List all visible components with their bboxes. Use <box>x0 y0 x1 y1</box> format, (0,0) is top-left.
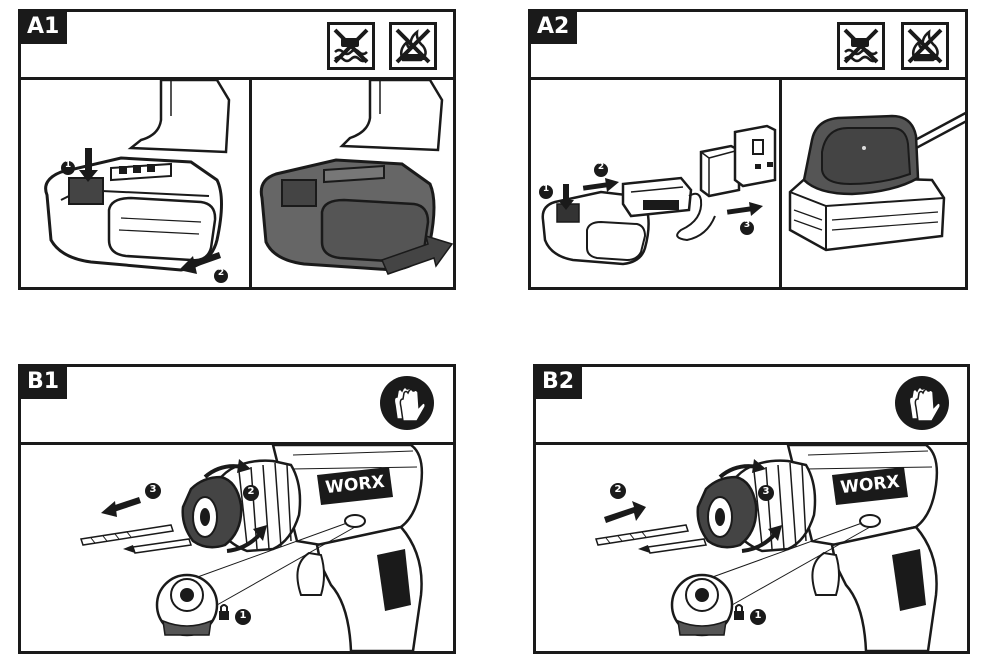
step-2-marker: 2 <box>597 162 605 172</box>
battery-insert-illustration <box>44 80 231 283</box>
panel-a2-tag: A2 <box>531 12 578 44</box>
lock-icon <box>734 603 744 620</box>
panel-b2: B2 <box>533 364 970 654</box>
bit-insertion-illustration <box>595 445 939 651</box>
step-2-marker: 2 <box>247 486 255 497</box>
no-fire-icon <box>389 22 437 70</box>
step-2-marker: 2 <box>217 268 225 278</box>
panel-a1: A1 <box>18 9 456 290</box>
panel-b1-header: B1 <box>21 367 453 445</box>
panel-a2-header: A2 <box>531 12 965 80</box>
charger-connect-illustration <box>539 124 777 266</box>
panel-a1-tag: A1 <box>21 12 68 44</box>
step-3-marker: 3 <box>149 484 157 495</box>
step-3-marker: 3 <box>743 220 751 230</box>
panel-a2-body: 1 2 3 <box>531 80 965 287</box>
step-1-marker: 1 <box>64 160 72 170</box>
gloves-icon <box>894 375 950 431</box>
gloves-icon <box>379 375 435 431</box>
panel-b1-tag: B1 <box>21 367 68 399</box>
panel-b1-body: WORX 2 3 1 <box>21 445 453 651</box>
panel-a2: A2 <box>528 9 968 290</box>
no-water-icon <box>327 22 375 70</box>
battery-charging-illustration <box>788 111 965 252</box>
step-1-marker: 1 <box>542 184 550 194</box>
panel-a1-header: A1 <box>21 12 453 80</box>
lock-icon <box>219 603 229 620</box>
panel-b2-body: WORX 3 2 1 <box>536 445 967 651</box>
panel-a2-divider <box>779 80 782 287</box>
step-1-marker: 1 <box>239 610 247 621</box>
battery-removed-illustration <box>259 80 453 275</box>
step-2-marker: 2 <box>614 484 622 495</box>
panel-b2-header: B2 <box>536 367 967 445</box>
step-3-marker: 3 <box>762 486 770 497</box>
panel-a1-body: 1 2 <box>21 80 453 287</box>
panel-b2-tag: B2 <box>536 367 583 399</box>
no-water-icon <box>837 22 885 70</box>
panel-a1-divider <box>249 80 252 287</box>
step-1-marker: 1 <box>754 610 762 621</box>
panel-b1: B1 <box>18 364 456 654</box>
no-fire-icon <box>901 22 949 70</box>
bit-removal-illustration <box>80 445 424 651</box>
